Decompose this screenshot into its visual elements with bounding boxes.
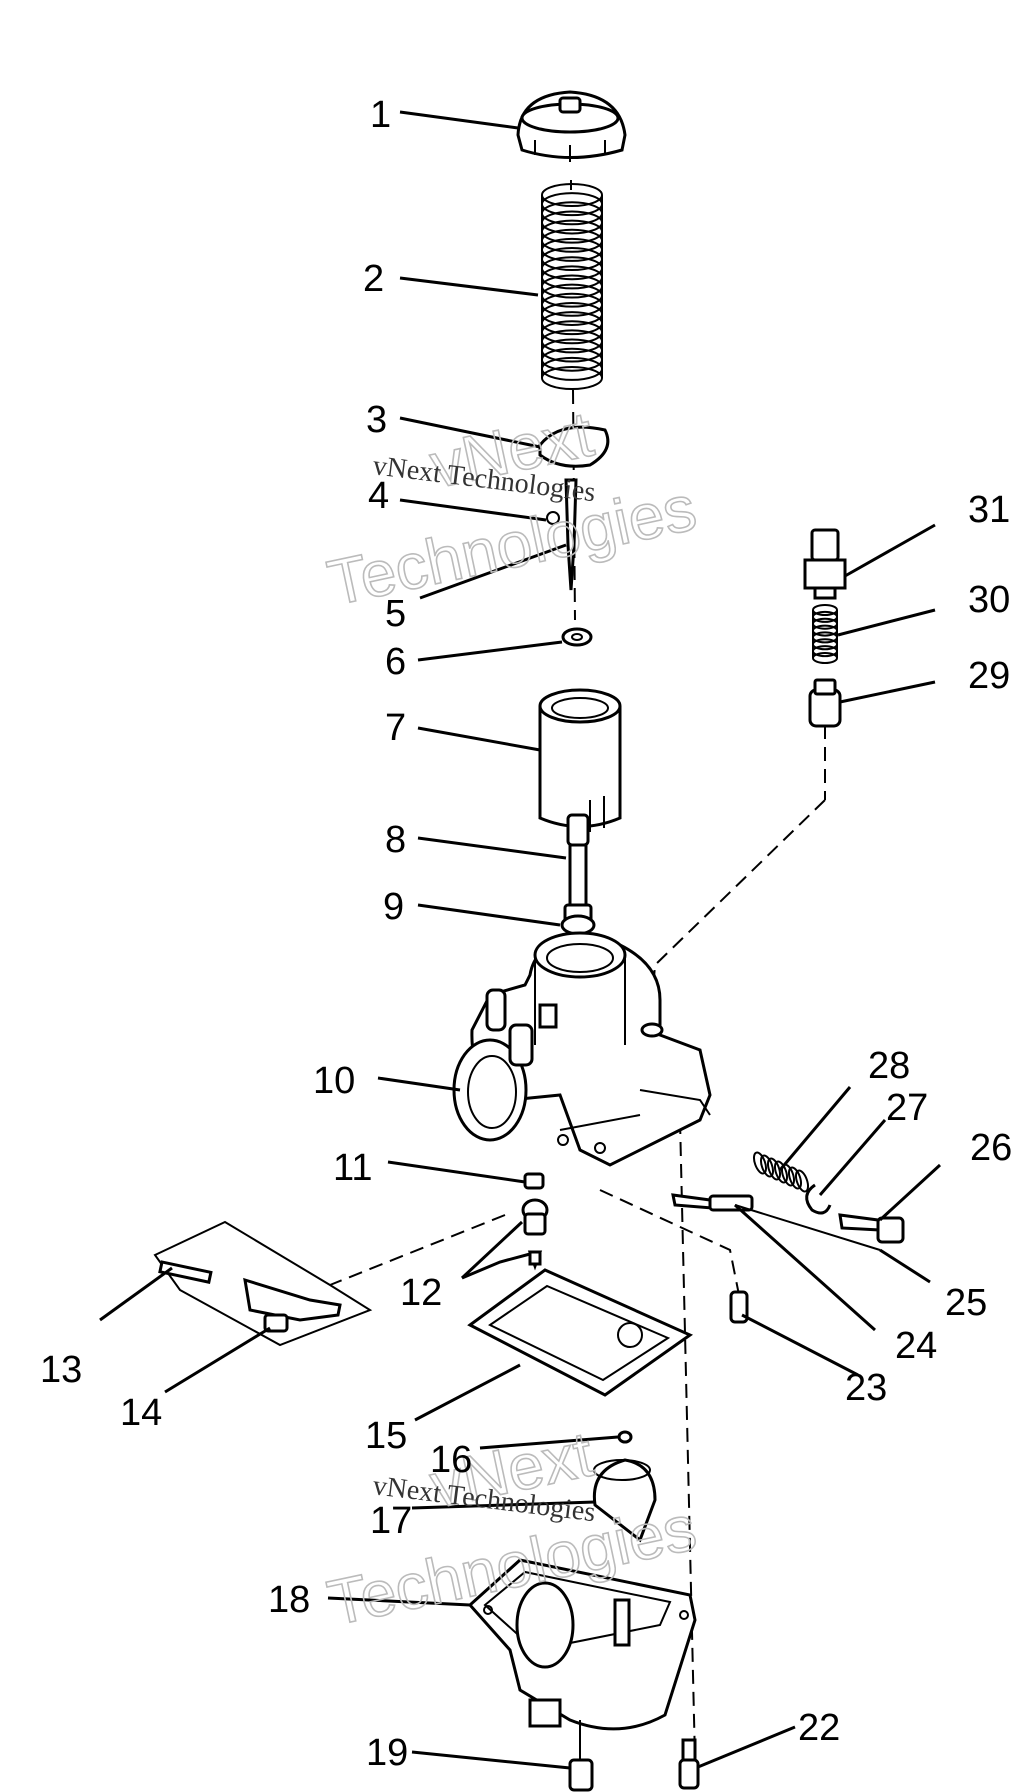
callout-1: 1	[370, 94, 391, 136]
part-26-adjuster	[838, 1213, 905, 1244]
part-29-cap	[808, 678, 842, 728]
callout-25: 25	[945, 1282, 987, 1324]
callout-12: 12	[400, 1272, 442, 1314]
callout-4: 4	[368, 475, 389, 517]
callout-5: 5	[385, 593, 406, 635]
part-30-spring	[812, 604, 838, 664]
callout-3: 3	[366, 399, 387, 441]
part-18-float-bowl	[467, 1558, 697, 1731]
part-6-washer	[561, 627, 593, 647]
spring-coil	[812, 652, 838, 664]
spring-coil	[787, 1166, 803, 1190]
callout-19: 19	[366, 1732, 408, 1774]
part-3-plate	[538, 425, 610, 468]
part-13-float-arm	[153, 1220, 373, 1347]
part-1-cap	[516, 90, 627, 162]
callout-23: 23	[845, 1367, 887, 1409]
leader-lines	[99, 110, 942, 1770]
part-9-oring	[560, 914, 596, 936]
callout-10: 10	[313, 1060, 355, 1102]
spring-coil	[759, 1154, 775, 1178]
callout-15: 15	[365, 1415, 407, 1457]
part-14-pin	[263, 1313, 289, 1333]
callout-31: 31	[968, 489, 1010, 531]
callout-26: 26	[970, 1127, 1012, 1169]
spring-coil	[773, 1160, 789, 1184]
callout-11: 11	[333, 1147, 372, 1189]
part-16-ball	[617, 1430, 633, 1444]
part-31-fitting	[803, 528, 847, 600]
callout-29: 29	[968, 655, 1010, 697]
callout-labels: 1 2 3 4 5 6 7 8 9 10 11 12 13 14 15 16 1…	[40, 94, 1012, 1774]
spring-coil	[752, 1151, 768, 1175]
part-11-jet	[523, 1172, 545, 1190]
part-27-ring	[805, 1183, 832, 1215]
part-28-spring	[752, 1151, 810, 1193]
part-10-body	[452, 931, 712, 1167]
callout-27: 27	[886, 1087, 928, 1129]
callout-6: 6	[385, 641, 406, 683]
callout-28: 28	[868, 1045, 910, 1087]
callout-2: 2	[363, 258, 384, 300]
part-25-connector	[734, 1204, 881, 1251]
part-2-spring	[541, 183, 603, 390]
part-4-clip	[546, 511, 560, 525]
callout-13: 13	[40, 1349, 82, 1391]
callout-16: 16	[430, 1439, 472, 1481]
part-7-slide	[538, 688, 622, 832]
callout-17: 17	[370, 1500, 412, 1542]
spring-coil	[766, 1157, 782, 1181]
callout-7: 7	[385, 707, 406, 749]
part-17-float	[592, 1458, 657, 1543]
callout-8: 8	[385, 819, 406, 861]
part-12-float-valve	[521, 1198, 549, 1271]
callout-18: 18	[268, 1579, 310, 1621]
part-24-pilot-screw	[671, 1193, 754, 1212]
callout-22: 22	[798, 1707, 840, 1749]
part-15-gasket	[467, 1268, 694, 1397]
spring-coil	[794, 1169, 810, 1193]
callout-14: 14	[120, 1392, 162, 1434]
part-5-needle	[564, 478, 578, 591]
callout-9: 9	[383, 886, 404, 928]
callout-30: 30	[968, 579, 1010, 621]
part-19-drain-screw	[568, 1720, 594, 1792]
callout-24: 24	[895, 1325, 937, 1367]
part-8-needle-jet	[563, 813, 593, 927]
part-22-bowl-screw	[678, 1738, 700, 1790]
